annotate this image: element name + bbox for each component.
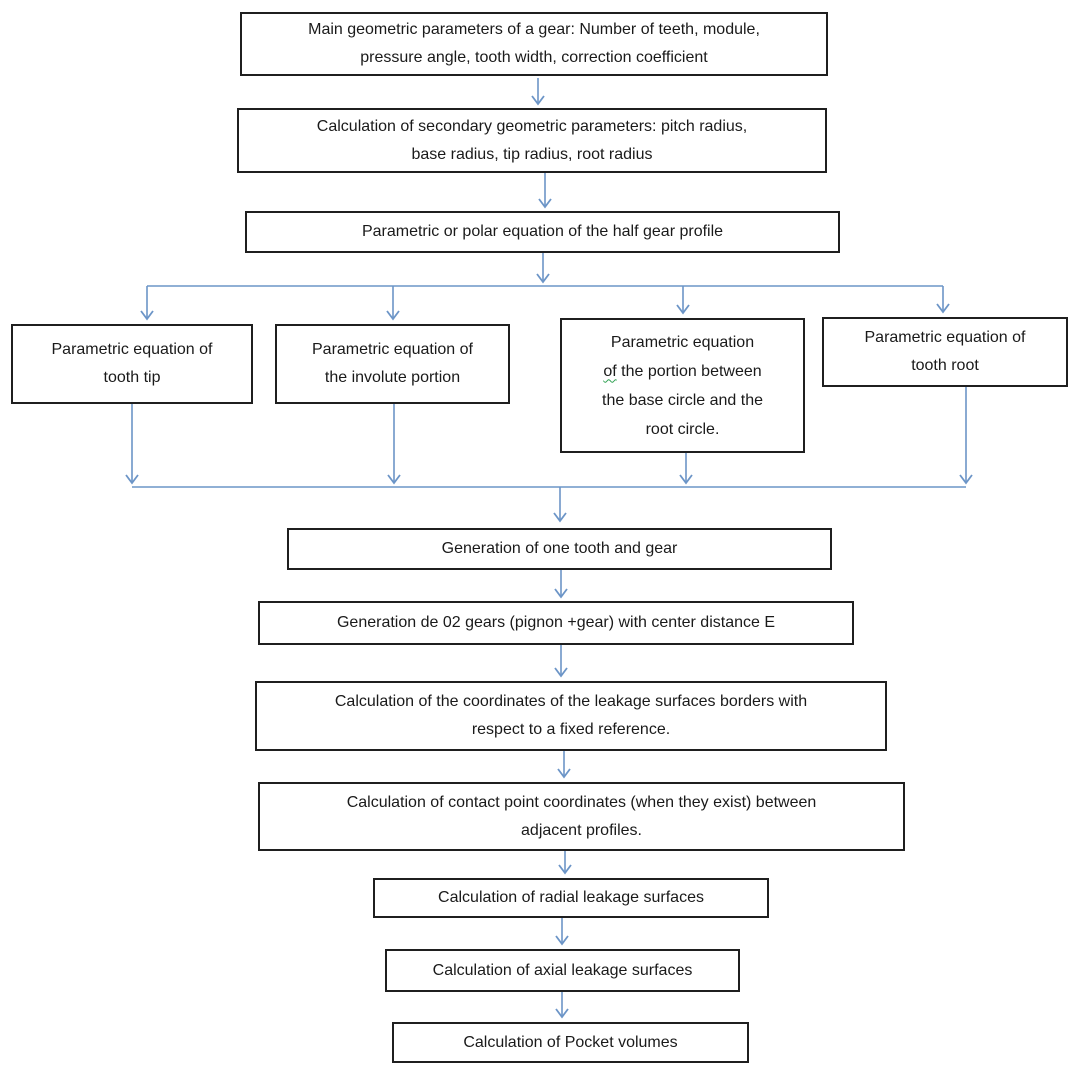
node-text-line: pressure angle, tooth width, correction …	[360, 49, 708, 66]
node-text-line: Generation de 02 gears (pignon +gear) wi…	[336, 614, 776, 631]
node-involute-portion: Parametric equation of the involute port…	[275, 324, 510, 404]
node-text-line: base radius, tip radius, root radius	[411, 145, 653, 163]
node-text-line: of the portion between	[603, 357, 761, 386]
node-leakage-borders: Calculation of the coordinates of the le…	[255, 681, 887, 751]
node-secondary-parameters: Calculation of secondary geometric param…	[237, 108, 827, 173]
node-tooth-root: Parametric equation of tooth root	[822, 317, 1068, 387]
node-text-line: Calculation of axial leakage surfaces	[432, 961, 693, 979]
node-text-line: Calculation of the coordinates of the le…	[334, 693, 808, 710]
node-text-line: Parametric equation of	[864, 329, 1026, 346]
node-text-line: Calculation of Pocket volumes	[463, 1033, 678, 1051]
node-text-line: Calculation of contact point coordinates…	[346, 793, 817, 811]
node-text-line: Calculation of secondary geometric param…	[316, 117, 748, 135]
node-text-line: Main geometric parameters of a gear: Num…	[308, 21, 760, 38]
spellchecked-word: of	[603, 362, 617, 380]
node-text-line: tooth root	[911, 357, 979, 374]
node-text-fragment: the portion between	[621, 362, 762, 380]
node-one-tooth-gear: Generation of one tooth and gear	[287, 528, 832, 570]
node-half-gear-profile: Parametric or polar equation of the half…	[245, 211, 840, 253]
node-axial-leakage: Calculation of axial leakage surfaces	[385, 949, 740, 992]
node-text-line: Parametric equation of	[51, 341, 213, 358]
node-contact-points: Calculation of contact point coordinates…	[258, 782, 905, 851]
node-base-root-portion: Parametric equation of the portion betwe…	[560, 318, 805, 453]
node-tooth-tip: Parametric equation of tooth tip	[11, 324, 253, 404]
node-radial-leakage: Calculation of radial leakage surfaces	[373, 878, 769, 918]
node-text-line: the base circle and the	[602, 391, 763, 409]
node-text-line: Parametric or polar equation of the half…	[361, 223, 724, 240]
node-text-line: the involute portion	[324, 369, 461, 386]
node-text-line: tooth tip	[103, 369, 161, 386]
node-text-line: Parametric equation	[610, 333, 755, 351]
node-text-line: Generation of one tooth and gear	[441, 540, 678, 557]
node-text-line: adjacent profiles.	[521, 821, 642, 839]
node-text-line: Calculation of radial leakage surfaces	[438, 889, 704, 906]
node-pocket-volumes: Calculation of Pocket volumes	[392, 1022, 749, 1063]
node-main-parameters: Main geometric parameters of a gear: Num…	[240, 12, 828, 76]
node-text-line: root circle.	[645, 420, 720, 438]
node-two-gears: Generation de 02 gears (pignon +gear) wi…	[258, 601, 854, 645]
node-text-line: respect to a fixed reference.	[471, 721, 671, 738]
node-text-line: Parametric equation of	[312, 341, 473, 358]
